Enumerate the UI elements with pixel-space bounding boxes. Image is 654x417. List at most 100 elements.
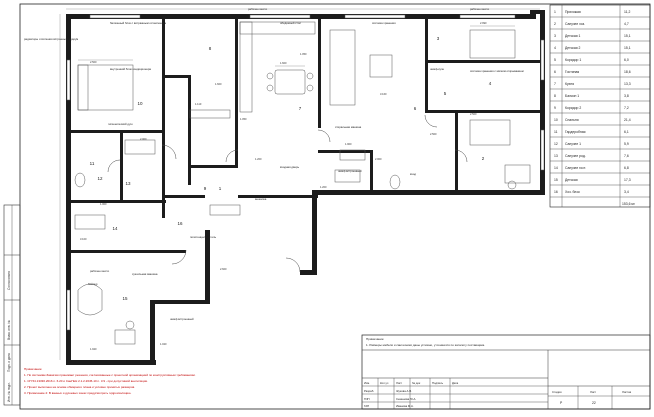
plan-label: радиаторы отопления встроены в подиум [24,37,78,41]
room-table-name: Гардеробная [565,130,586,134]
room-table-area: 15,1 [624,34,631,38]
furniture [74,21,531,345]
room-number: 14 [112,226,118,231]
plan-label: гигиенический душ [108,122,133,126]
tb-header: Дата [452,381,459,385]
doors [107,114,468,273]
tb-header: Изм. [364,381,370,385]
dim: 2.500 [470,112,477,116]
plan-label: сушильная машина [132,272,158,276]
room-table-name: Детская 2 [565,46,581,50]
dim: 2.990 [480,21,487,25]
room-table-number: 2 [554,22,556,26]
room-table-number: 14 [554,166,558,170]
plan-label: рабочее место [470,7,490,11]
room-number: 5 [444,91,447,96]
room-table-area: 17,3 [624,178,631,182]
room-number: 16 [177,221,183,226]
room-table-area: 6,0 [624,58,629,62]
notes-title: Примечание: [24,367,42,371]
room-table-name: Кухня [565,82,574,86]
dim: 1.200 [320,185,327,189]
room-table-name: Хоз. блок [565,190,580,194]
tb-person: Семенова Ю.А. [396,397,416,401]
plan-label: вешалка [255,197,267,201]
room-number: 12 [97,176,103,181]
room-table-area: 7,2 [624,106,629,110]
plan-label: шкаф встроенный [170,317,194,321]
room-table-name: Коридор 2 [565,106,581,110]
stamp-field: Инв. № подл. [7,382,11,402]
tb-stage: Р [560,401,563,405]
room-table-name: Гостиная [565,70,579,74]
room-table-number: 7 [554,82,556,86]
dim: 2.000 [140,137,147,141]
note-line: 2. Проект выполнен на основе обмерного п… [24,385,135,389]
tb-role: ГАП [364,404,369,408]
furniture-note: Примечание: 1. Размеры мебели и сантехни… [366,337,485,347]
tb-sheet: 22 [592,401,596,405]
dim: 1.020 [160,342,167,346]
room-table-name: Детская 1 [565,34,581,38]
room-number: 11 [90,161,95,166]
room-table-number: 1 [554,10,556,14]
room-table-number: 12 [554,142,558,146]
notes: Примечание: 1. По системам Заказчик прин… [24,367,196,395]
room-table-number: 10 [554,118,558,122]
room-table-area: 15,1 [624,46,631,50]
room-table-area: 6,1 [624,130,629,134]
room-number: 1 [219,186,222,191]
room-number: 9 [204,186,207,191]
room-table-number: 13 [554,154,558,158]
tb-header: Кол.уч [380,381,389,385]
tb-header: Лист [396,381,403,385]
dim: 1.600 [280,61,287,65]
room-table-name: Детская [565,178,578,182]
dim: 1.600 [215,82,222,86]
stamp-field: Согласовано [7,271,11,290]
room-table-name: Санузел хоз. [565,22,585,26]
room-table-name: Балкон 1 [565,94,579,98]
room-table-name: Санузел гост. [565,166,586,170]
stamp-field: Взам. инв. № [7,320,11,340]
room-table-area: 7,6 [624,154,629,158]
plan-label: входная дверь [280,165,300,169]
room-table-area: 3,8 [624,94,629,98]
room-table-name: Спальня [565,118,579,122]
tb-stage-label: Стадия [552,390,562,394]
room-table-area: 3,4 [624,190,629,194]
tb-sheets-label: Листов [622,390,632,394]
room-number: 4 [489,81,492,86]
room-table-number: 8 [554,94,556,98]
room-table-number: 15 [554,178,558,182]
windows [66,14,545,331]
plan-label: рабочее место [90,269,110,273]
tb-person: Жукова А.В. [396,389,412,393]
tb-person: Иванова М.А. [396,404,414,408]
note-line: 3. Примечание 2: В ванных и душевых зона… [24,391,131,395]
plan-label: шкаф встроенный [338,169,362,173]
plan-label: внутренний блок кондиционера [110,67,151,71]
dim: 1.050 [300,52,307,56]
room-table-name: Санузел род. [565,154,586,158]
room-table-number: 4 [554,46,556,50]
room-number: 13 [125,181,131,186]
room-table-number: 5 [554,58,556,62]
plan-labels: радиаторы отопления встроены в подиум ба… [24,7,524,321]
dim: 1.050 [240,117,247,121]
plan-label: бойлер [88,282,98,286]
dimension-values: 2.500 1.600 2.990 1.110 2.000 1.000 1.20… [80,21,487,351]
room-table-area: 18,6 [624,70,631,74]
title-block: Изм. Кол.уч Лист № док Подпись Дата Разр… [361,334,651,410]
dim: 1.900 [345,142,352,146]
room-number: 15 [122,296,128,301]
room-table-number: 9 [554,106,556,110]
furniture-note-title: Примечание: [366,337,384,341]
tb-sheet-label: Лист [590,390,597,394]
room-number: 6 [414,106,417,111]
plan-label: стиральная машина [335,125,362,129]
room-table-area: 6,8 [624,166,629,170]
